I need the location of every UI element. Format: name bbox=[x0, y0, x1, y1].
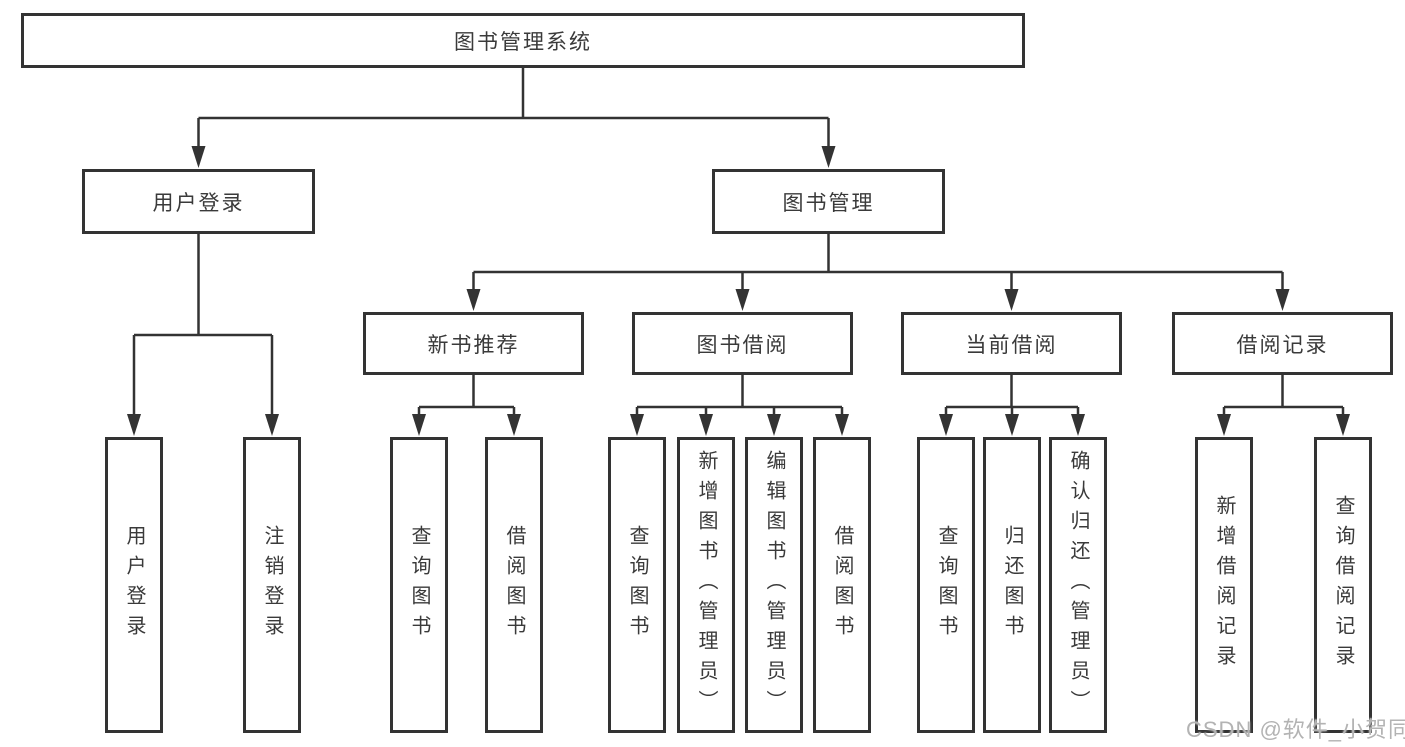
node-label: 新增借阅记录 bbox=[1213, 495, 1235, 675]
node-label: 查询图书 bbox=[935, 525, 957, 645]
node-label: 归还图书 bbox=[1001, 525, 1023, 645]
node-leaf-query-borrow-record: 查询借阅记录 bbox=[1314, 437, 1372, 733]
connector-user-login-branch bbox=[132, 234, 274, 417]
node-label: 图书管理 bbox=[782, 191, 875, 215]
arrowhead bbox=[1004, 289, 1019, 311]
node-label: 借阅图书 bbox=[503, 525, 525, 645]
node-label: 图书管理系统 bbox=[454, 30, 592, 54]
node-leaf-borrow-book: 借阅图书 bbox=[485, 437, 543, 733]
arrowhead bbox=[630, 414, 644, 436]
node-label: 用户登录 bbox=[152, 191, 245, 215]
connector-new-rec-branch bbox=[417, 375, 516, 417]
node-label: 新书推荐 bbox=[427, 333, 520, 357]
node-leaf-confirm-return-admin: 确认归还（管理员） bbox=[1049, 437, 1107, 733]
arrowhead bbox=[1275, 289, 1290, 311]
arrowhead bbox=[466, 289, 481, 311]
connector-book-mgmt-branch bbox=[472, 234, 1284, 292]
node-label: 查询图书 bbox=[408, 525, 430, 645]
node-label: 新增图书（管理员） bbox=[695, 450, 717, 720]
node-borrowing-records: 借阅记录 bbox=[1172, 312, 1393, 375]
node-leaf-query-book: 查询图书 bbox=[608, 437, 666, 733]
node-label: 当前借阅 bbox=[965, 333, 1058, 357]
node-book-borrowing: 图书借阅 bbox=[632, 312, 853, 375]
node-new-book-recommend: 新书推荐 bbox=[363, 312, 584, 375]
connector-borrow-rec-branch bbox=[1222, 375, 1345, 417]
node-label: 编辑图书（管理员） bbox=[763, 450, 785, 720]
arrowhead bbox=[1005, 414, 1019, 436]
node-leaf-user-login: 用户登录 bbox=[105, 437, 163, 733]
arrowhead bbox=[821, 146, 836, 168]
node-leaf-query-book: 查询图书 bbox=[917, 437, 975, 733]
node-leaf-borrow-book: 借阅图书 bbox=[813, 437, 871, 733]
node-label: 确认归还（管理员） bbox=[1067, 450, 1089, 720]
node-label: 图书借阅 bbox=[696, 333, 789, 357]
node-leaf-logout: 注销登录 bbox=[243, 437, 301, 733]
node-label: 借阅图书 bbox=[831, 525, 853, 645]
connector-book-borrow-branch bbox=[635, 375, 844, 417]
arrowhead bbox=[191, 146, 206, 168]
arrowhead bbox=[767, 414, 781, 436]
arrowhead bbox=[1217, 414, 1231, 436]
arrowhead bbox=[939, 414, 953, 436]
node-leaf-add-borrow-record: 新增借阅记录 bbox=[1195, 437, 1253, 733]
node-current-borrowing: 当前借阅 bbox=[901, 312, 1122, 375]
node-label: 注销登录 bbox=[261, 525, 283, 645]
arrowhead bbox=[412, 414, 426, 436]
arrowhead bbox=[699, 414, 713, 436]
arrowhead bbox=[127, 414, 141, 436]
csdn-watermark: CSDN @软件_小贺同学 bbox=[1186, 717, 1405, 742]
arrowhead bbox=[735, 289, 750, 311]
node-label: 查询图书 bbox=[626, 525, 648, 645]
arrowhead bbox=[835, 414, 849, 436]
arrowhead bbox=[265, 414, 279, 436]
node-label: 查询借阅记录 bbox=[1332, 495, 1354, 675]
node-leaf-edit-book-admin: 编辑图书（管理员） bbox=[745, 437, 803, 733]
node-leaf-return-book: 归还图书 bbox=[983, 437, 1041, 733]
arrowhead bbox=[1071, 414, 1085, 436]
arrowhead bbox=[507, 414, 521, 436]
node-label: 用户登录 bbox=[123, 525, 145, 645]
arrowhead bbox=[1336, 414, 1350, 436]
node-label: 借阅记录 bbox=[1236, 333, 1329, 357]
node-library-management-system: 图书管理系统 bbox=[21, 13, 1025, 68]
connector-root-branch bbox=[197, 68, 830, 148]
node-user-login: 用户登录 bbox=[82, 169, 315, 234]
node-book-management: 图书管理 bbox=[712, 169, 945, 234]
node-leaf-query-book: 查询图书 bbox=[390, 437, 448, 733]
node-leaf-add-book-admin: 新增图书（管理员） bbox=[677, 437, 735, 733]
connector-cur-borrow-branch bbox=[944, 375, 1080, 417]
